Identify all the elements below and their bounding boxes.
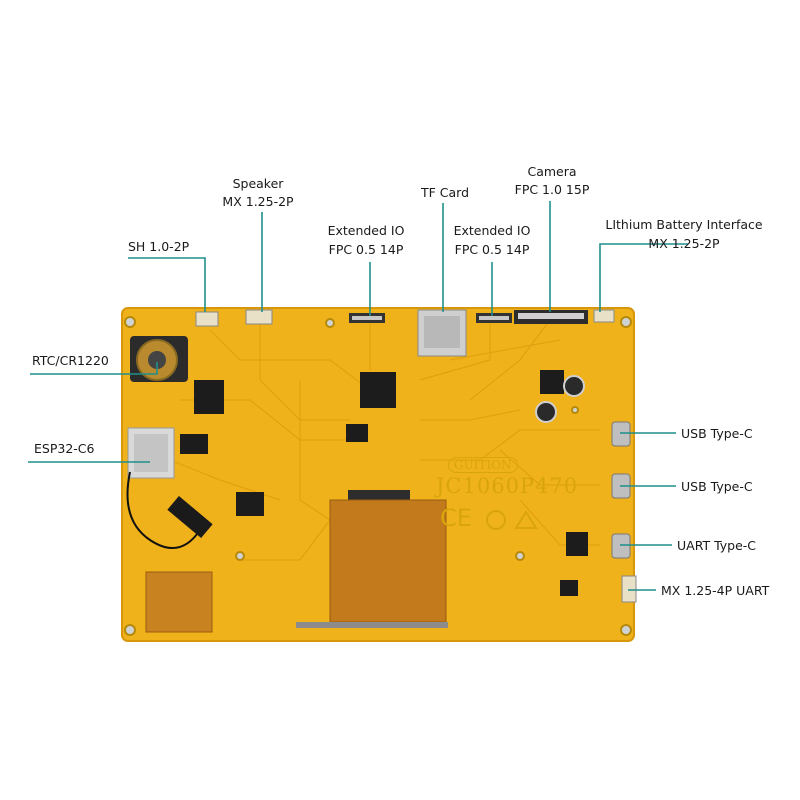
display-fpc-cable bbox=[296, 490, 448, 628]
leader-lines bbox=[28, 201, 688, 591]
mx-uart-connector bbox=[621, 575, 637, 603]
model-marking: JC1060P470 bbox=[436, 474, 579, 498]
pcb-board bbox=[121, 307, 635, 642]
rtc-battery-holder bbox=[130, 336, 188, 382]
label-ext-io-1-title: Extended IO bbox=[327, 223, 405, 238]
label-sh-connector: SH 1.0-2P bbox=[128, 239, 190, 254]
touch-fpc bbox=[145, 571, 213, 633]
label-rtc: RTC/CR1220 bbox=[32, 353, 109, 368]
label-battery-title: LIthium Battery Interface bbox=[605, 217, 763, 232]
label-battery-spec: MX 1.25-2P bbox=[648, 236, 720, 251]
label-usb-2: USB Type-C bbox=[681, 479, 753, 494]
leader-rtc bbox=[30, 362, 158, 375]
battery-connector bbox=[593, 309, 615, 323]
certification-marks bbox=[486, 510, 538, 530]
antenna-wire bbox=[126, 471, 201, 549]
leader-sh bbox=[128, 257, 206, 312]
leader-battery bbox=[599, 243, 688, 312]
ce-marking: CE bbox=[440, 504, 472, 532]
label-mx-uart: MX 1.25-4P UART bbox=[661, 583, 770, 598]
capacitors bbox=[535, 375, 585, 423]
label-ext-io-2-title: Extended IO bbox=[453, 223, 531, 238]
label-ext-io-1-spec: FPC 0.5 14P bbox=[328, 242, 404, 257]
label-uart-typec: UART Type-C bbox=[677, 538, 757, 553]
label-speaker-spec: MX 1.25-2P bbox=[222, 194, 294, 209]
label-camera-spec: FPC 1.0 15P bbox=[514, 182, 590, 197]
main-ic bbox=[360, 372, 396, 408]
sh-connector bbox=[195, 311, 219, 327]
label-usb-1: USB Type-C bbox=[681, 426, 753, 441]
label-ext-io-2-spec: FPC 0.5 14P bbox=[454, 242, 530, 257]
speaker-connector bbox=[245, 309, 273, 325]
brand-marking: GUITION bbox=[448, 457, 518, 473]
label-speaker-title: Speaker bbox=[232, 176, 284, 191]
antenna-tag bbox=[167, 495, 213, 539]
label-tf-card: TF Card bbox=[420, 185, 470, 200]
esp32-module bbox=[127, 427, 175, 479]
label-camera-title: Camera bbox=[527, 164, 577, 179]
typec-ports bbox=[611, 421, 631, 559]
label-esp32: ESP32-C6 bbox=[34, 441, 95, 456]
mounting-holes bbox=[124, 316, 632, 636]
